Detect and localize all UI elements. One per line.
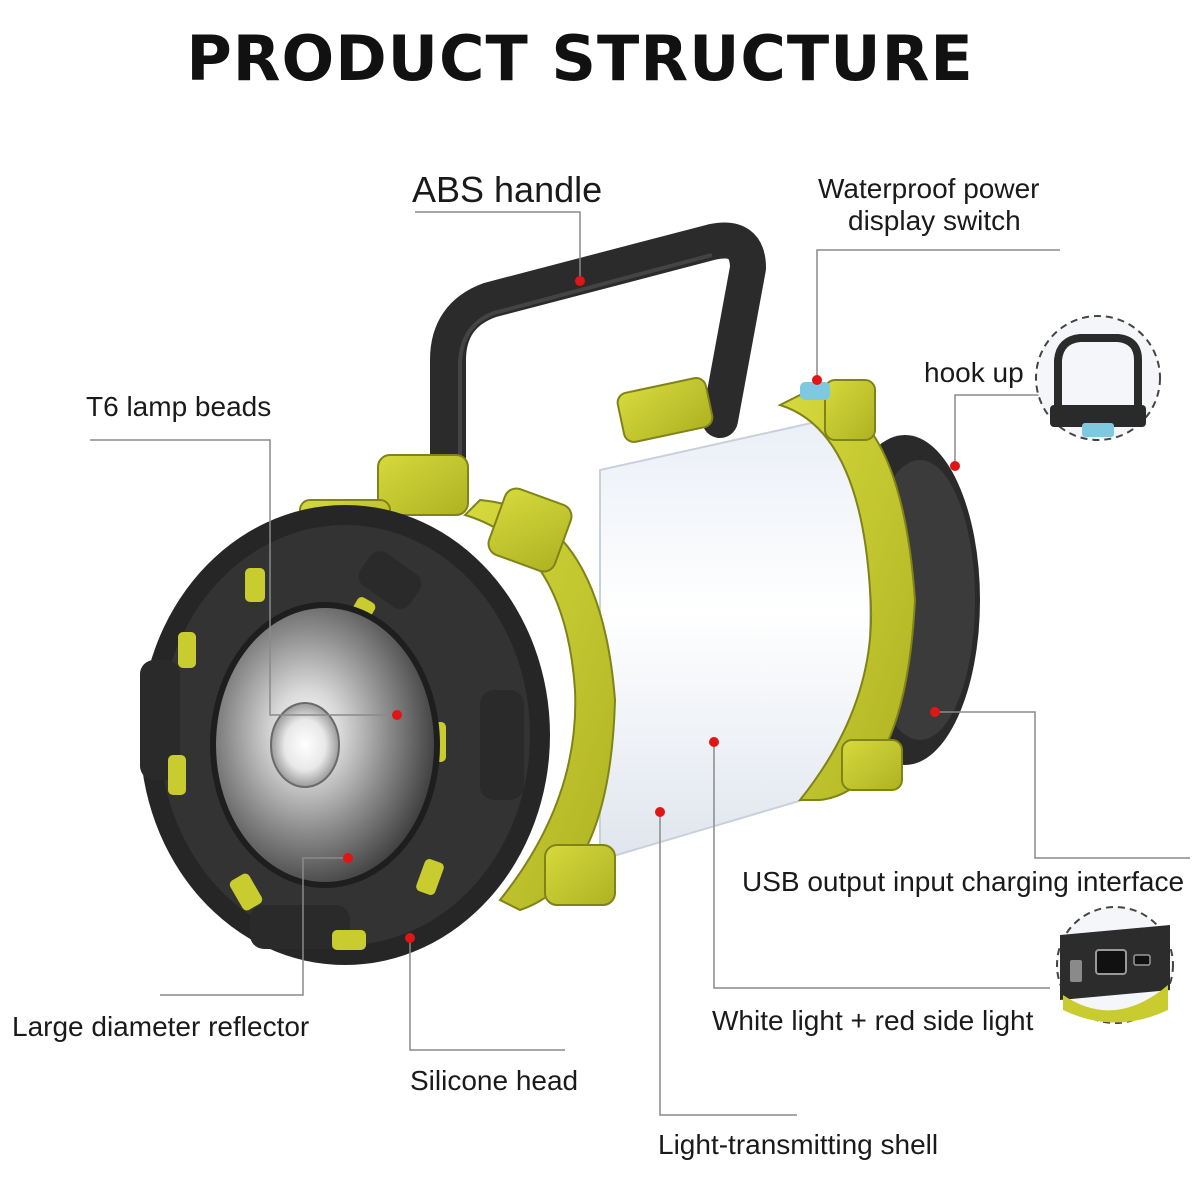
usb-inset bbox=[1056, 906, 1174, 1024]
leader-silicone bbox=[409, 938, 565, 1051]
reflector-part bbox=[210, 602, 440, 888]
leader-white-red bbox=[713, 742, 1050, 989]
page-title: PRODUCT STRUCTURE bbox=[186, 22, 974, 95]
label-usb-interface: USB output input charging interface bbox=[742, 866, 1185, 897]
label-power-switch-line2: display switch bbox=[848, 205, 1021, 236]
label-white-red-light: White light + red side light bbox=[712, 1005, 1034, 1036]
rear-yellow-ring bbox=[616, 377, 917, 801]
leader-t6 bbox=[90, 439, 397, 716]
label-hook-up: hook up bbox=[924, 357, 1024, 388]
leader-shell bbox=[659, 812, 797, 1116]
dot-abs-handle bbox=[575, 276, 585, 286]
dot-usb bbox=[930, 707, 940, 717]
leader-usb bbox=[935, 711, 1190, 859]
leader-lines bbox=[90, 211, 1190, 1116]
power-switch-part bbox=[800, 382, 830, 400]
leader-abs-handle bbox=[415, 211, 581, 280]
dot-hook-up bbox=[950, 461, 960, 471]
abs-handle-part bbox=[430, 222, 766, 488]
label-silicone-head: Silicone head bbox=[410, 1065, 579, 1096]
label-light-shell: Light-transmitting shell bbox=[658, 1129, 939, 1160]
label-abs-handle: ABS handle bbox=[412, 169, 603, 210]
front-yellow-ring bbox=[299, 454, 617, 912]
label-t6-lamp-beads: T6 lamp beads bbox=[86, 391, 272, 422]
leader-hook-up bbox=[954, 394, 1050, 465]
dot-power-switch bbox=[812, 375, 822, 385]
dot-reflector bbox=[343, 853, 353, 863]
leader-power-switch bbox=[816, 249, 1060, 380]
dot-white-red bbox=[709, 737, 719, 747]
dot-t6 bbox=[392, 710, 402, 720]
dot-shell bbox=[655, 807, 665, 817]
label-power-switch-line1: Waterproof power bbox=[818, 173, 1040, 204]
dot-silicone bbox=[405, 933, 415, 943]
label-large-reflector: Large diameter reflector bbox=[12, 1011, 310, 1042]
pointer-dots bbox=[343, 276, 960, 943]
hook-up-inset bbox=[1035, 315, 1161, 441]
leader-reflector bbox=[160, 857, 348, 996]
